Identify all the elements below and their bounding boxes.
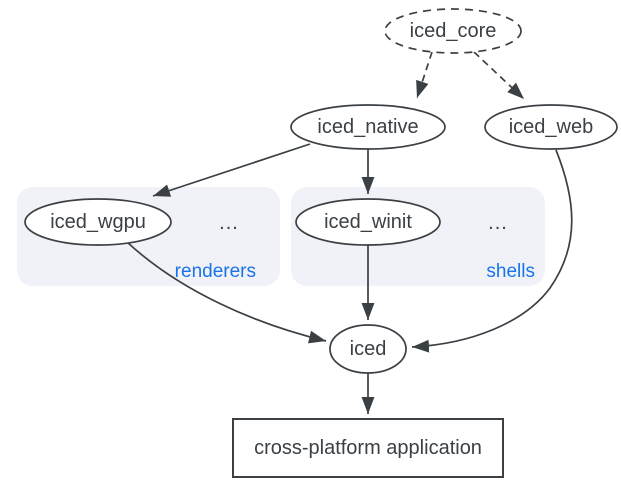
iced-core-label: iced_core xyxy=(410,20,497,42)
renderers-ellipsis: ... xyxy=(219,212,239,234)
application-label: cross-platform application xyxy=(254,437,482,459)
iced-native-ellipse xyxy=(290,104,446,150)
edge-core-to-web xyxy=(473,51,525,100)
node-cross-platform-application: cross-platform application xyxy=(232,418,504,478)
iced-wgpu-label: iced_wgpu xyxy=(50,211,146,233)
edge-core-to-native xyxy=(416,51,433,99)
renderers-group-label: renderers xyxy=(175,261,256,282)
shells-group-label: shells xyxy=(486,261,535,282)
iced-web-ellipse xyxy=(484,104,618,150)
edge-native-to-wgpu xyxy=(152,143,311,197)
node-iced-core: iced_core xyxy=(384,8,522,54)
edge-web-to-iced xyxy=(411,149,573,353)
iced-winit-ellipse xyxy=(295,198,441,246)
iced-web-label: iced_web xyxy=(509,116,594,138)
application-rect xyxy=(232,418,504,478)
node-iced-web: iced_web xyxy=(484,104,618,150)
iced-core-ellipse xyxy=(384,8,522,54)
node-iced-wgpu: iced_wgpu xyxy=(24,198,172,246)
node-iced-winit: iced_winit xyxy=(295,198,441,246)
edge-wgpu-to-iced xyxy=(126,241,327,344)
node-iced-native: iced_native xyxy=(290,104,446,150)
iced-wgpu-ellipse xyxy=(24,198,172,246)
iced-winit-label: iced_winit xyxy=(324,211,412,233)
iced-native-label: iced_native xyxy=(317,116,418,138)
node-iced: iced xyxy=(329,324,407,374)
iced-label: iced xyxy=(350,338,387,360)
shells-ellipsis: ... xyxy=(488,212,508,234)
iced-ellipse xyxy=(329,324,407,374)
